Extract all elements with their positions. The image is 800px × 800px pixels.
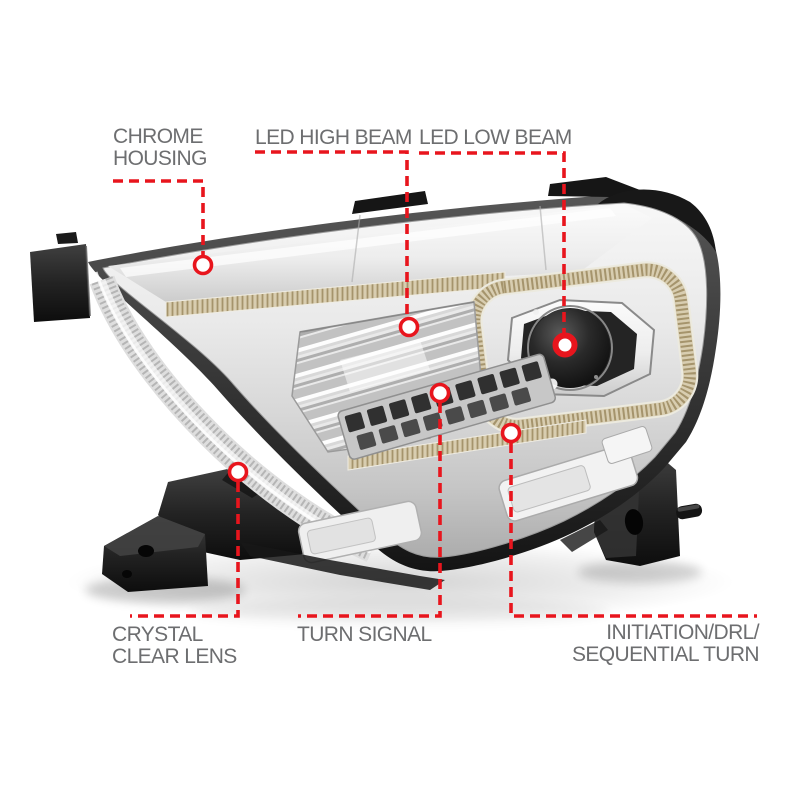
callout-marker-led-low-beam xyxy=(552,332,578,358)
callout-marker-crystal-clear-lens xyxy=(227,461,249,483)
label-initiation-drl-sequential-turn: INITIATION/DRL/ SEQUENTIAL TURN xyxy=(571,621,760,666)
label-line: HOUSING xyxy=(113,147,207,170)
housing-top-tabs xyxy=(352,177,716,252)
low-beam-projector xyxy=(506,298,656,398)
label-line: INITIATION/DRL/ xyxy=(606,621,759,644)
label-chrome-housing: CHROME HOUSING xyxy=(113,126,207,170)
label-line: CLEAR LENS xyxy=(112,645,237,668)
label-line: LED HIGH BEAM xyxy=(255,126,412,149)
label-led-low-beam: LED LOW BEAM xyxy=(419,127,572,149)
side-mount-tab xyxy=(30,232,91,322)
label-line: CRYSTAL xyxy=(112,623,203,646)
label-line: TURN SIGNAL xyxy=(297,623,432,646)
callout-line-crystal-clear-lens xyxy=(130,482,240,618)
label-turn-signal: TURN SIGNAL xyxy=(297,624,432,646)
callout-lines xyxy=(113,150,757,618)
callout-line-chrome-housing xyxy=(113,179,205,255)
callout-marker-turn-signal xyxy=(429,382,451,404)
label-line: CHROME xyxy=(113,125,203,148)
label-crystal-clear-lens: CRYSTAL CLEAR LENS xyxy=(112,624,237,668)
label-led-high-beam: LED HIGH BEAM xyxy=(255,127,412,149)
lens-underside-shadow xyxy=(240,520,608,590)
callout-line-initiation-drl xyxy=(509,443,757,618)
label-line: SEQUENTIAL TURN xyxy=(571,643,760,666)
label-line: LED LOW BEAM xyxy=(419,126,572,149)
callout-line-led-low-beam xyxy=(419,151,566,334)
bracket-pin xyxy=(676,503,703,520)
chrome-housing-band xyxy=(108,204,652,302)
callout-marker-chrome-housing xyxy=(192,254,214,276)
mounting-bracket-left xyxy=(102,468,312,592)
lower-lens-pockets xyxy=(297,426,653,564)
callout-line-led-high-beam xyxy=(255,150,409,318)
callout-line-turn-signal xyxy=(298,403,442,618)
callout-markers xyxy=(192,254,578,483)
callout-marker-initiation-drl xyxy=(500,422,522,444)
callout-marker-led-high-beam xyxy=(398,316,420,338)
